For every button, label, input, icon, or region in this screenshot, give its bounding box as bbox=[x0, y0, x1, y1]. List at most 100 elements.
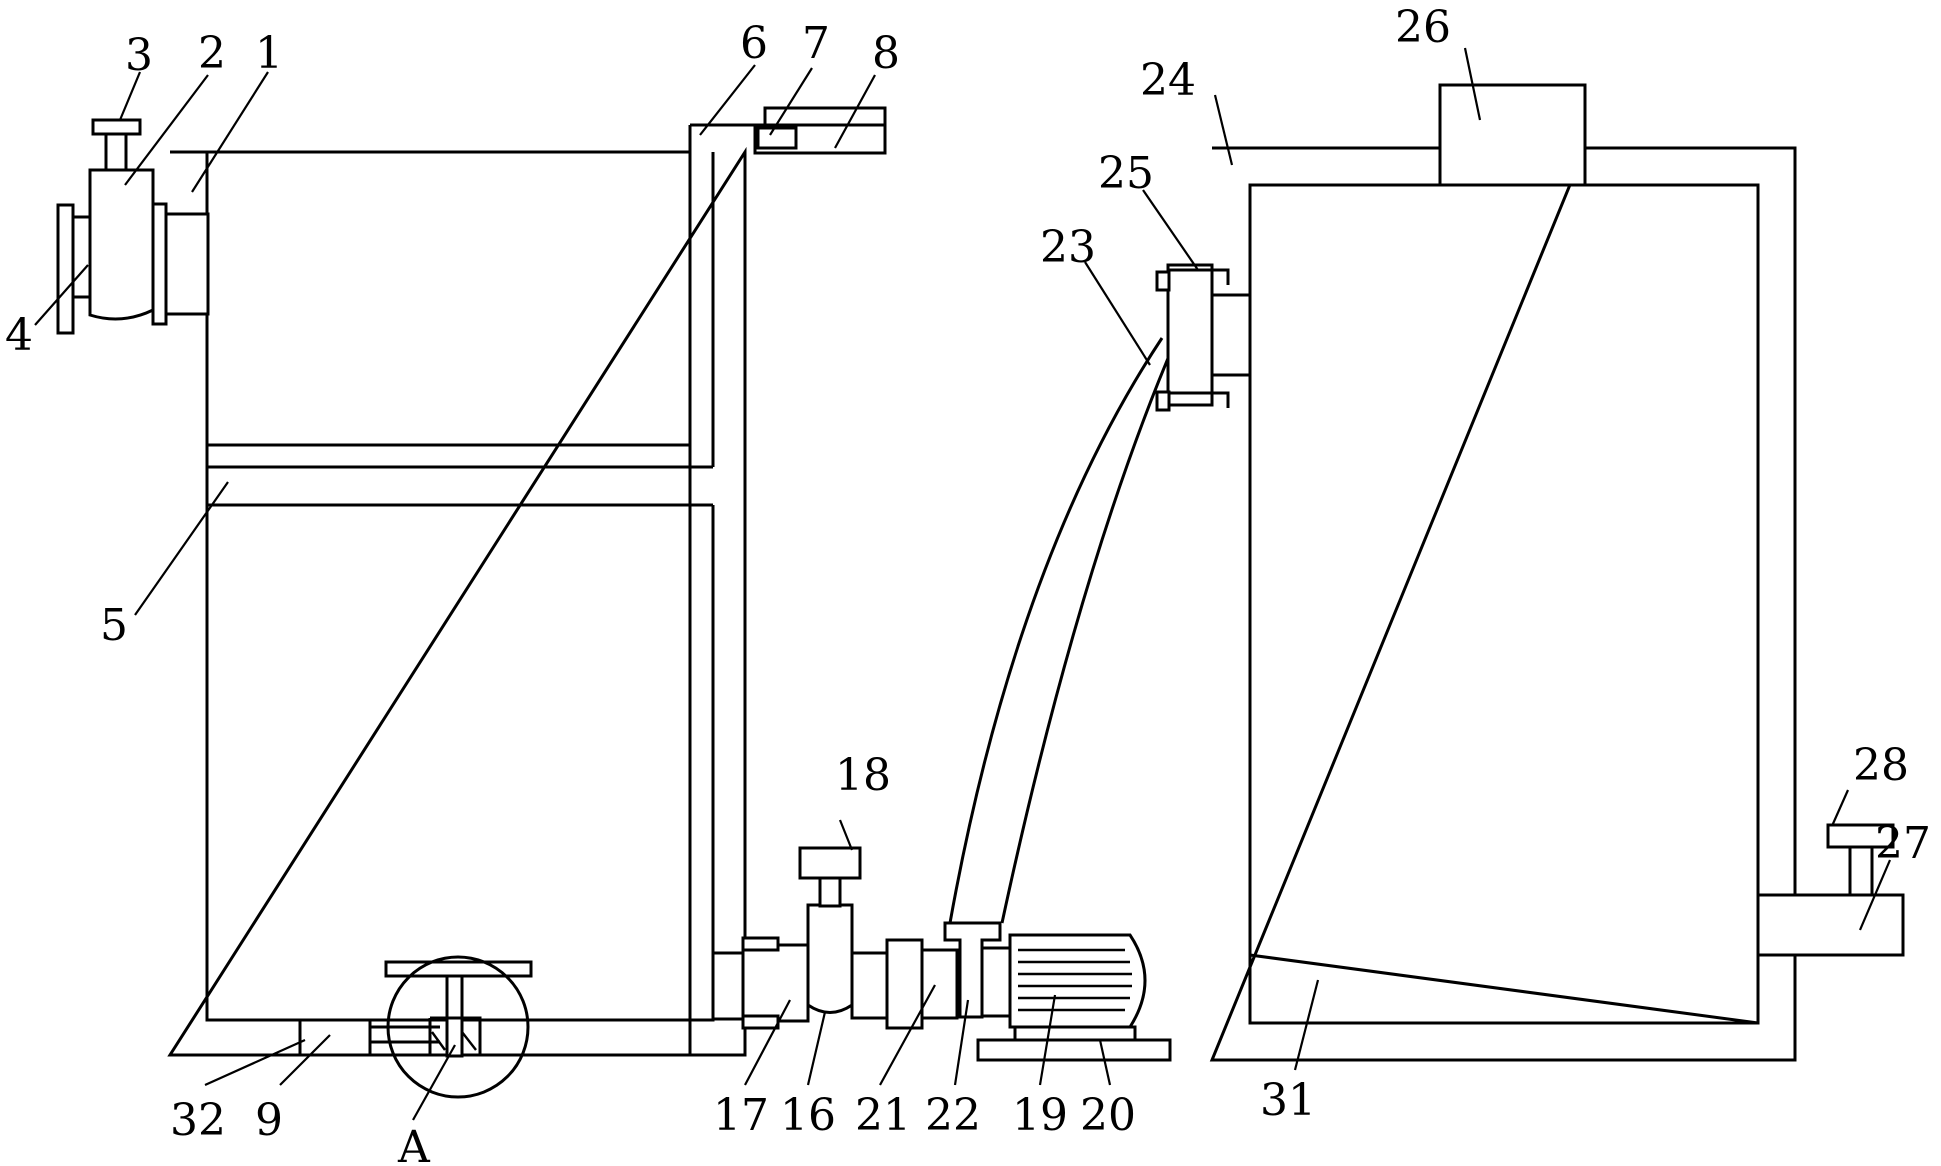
hose-left-edge bbox=[948, 337, 1164, 924]
valve-stem bbox=[104, 132, 128, 172]
inlet-stub bbox=[1210, 293, 1252, 377]
label-9: 9 bbox=[255, 1095, 283, 1146]
leader-3 bbox=[118, 71, 142, 121]
leader-8 bbox=[834, 74, 876, 149]
label-26: 26 bbox=[1395, 2, 1451, 53]
inlet-flange-body bbox=[71, 215, 92, 299]
motor-feet bbox=[1013, 1025, 1137, 1042]
valve-handle-18 bbox=[798, 846, 862, 880]
pipe-segment bbox=[920, 948, 959, 1020]
coupling-17-bottom bbox=[741, 1014, 780, 1030]
coupling-17 bbox=[741, 943, 810, 1023]
label-19: 19 bbox=[1012, 1090, 1068, 1141]
leader-27 bbox=[1858, 859, 1892, 931]
motor-fins bbox=[1018, 948, 1132, 1012]
outlet-valve-stem bbox=[1848, 843, 1874, 897]
left-tank-inner-wall bbox=[205, 152, 715, 1022]
valve-16-stem bbox=[818, 876, 842, 908]
leader-24 bbox=[1213, 94, 1234, 166]
leader-9 bbox=[279, 1034, 331, 1086]
pump-line bbox=[711, 846, 1172, 1062]
leader-18 bbox=[838, 819, 854, 851]
leader-25 bbox=[1142, 189, 1199, 271]
label-18: 18 bbox=[835, 750, 891, 801]
flange-21 bbox=[885, 938, 924, 1030]
label-20: 20 bbox=[1080, 1090, 1136, 1141]
leader-2 bbox=[124, 74, 209, 186]
leader-19 bbox=[1038, 994, 1057, 1086]
label-24: 24 bbox=[1140, 55, 1196, 106]
leader-6 bbox=[699, 64, 756, 136]
label-31: 31 bbox=[1260, 1075, 1316, 1126]
sloped-bottom-31 bbox=[1249, 953, 1759, 1025]
detail-circle-a bbox=[386, 955, 530, 1099]
leader-16 bbox=[806, 1011, 827, 1086]
leader-21 bbox=[879, 984, 936, 1086]
label-28: 28 bbox=[1853, 740, 1909, 791]
outlet-rod bbox=[370, 1025, 440, 1044]
inlet-coupling bbox=[151, 202, 168, 326]
inlet-flange-4 bbox=[56, 203, 75, 335]
nozzle-housing bbox=[763, 106, 887, 153]
label-2: 2 bbox=[198, 28, 226, 79]
flange-bolt-lines bbox=[1168, 268, 1230, 408]
leader-lines bbox=[34, 47, 1892, 1121]
label-25: 25 bbox=[1098, 148, 1154, 199]
right-tank-outer-wall bbox=[1209, 146, 1797, 1062]
label-3: 3 bbox=[125, 30, 153, 81]
top-nozzle-assembly bbox=[753, 106, 887, 155]
label-17: 17 bbox=[713, 1090, 769, 1141]
pipe-to-pump bbox=[850, 951, 889, 1020]
leader-5 bbox=[134, 481, 229, 616]
label-6: 6 bbox=[740, 18, 768, 69]
hose-23 bbox=[948, 329, 1182, 924]
top-port-26 bbox=[1438, 83, 1587, 187]
flange-bolt-top bbox=[1155, 270, 1171, 292]
leader-32 bbox=[204, 1038, 306, 1087]
leader-20 bbox=[1098, 1039, 1112, 1086]
hose-right-edge bbox=[1000, 329, 1182, 924]
agitator-gears bbox=[431, 1031, 477, 1051]
pump-base-20 bbox=[976, 1038, 1172, 1062]
partition-plate bbox=[207, 465, 713, 507]
agitator-shaft bbox=[445, 974, 464, 1058]
tank-outlet-stub bbox=[711, 951, 745, 1021]
leader-4 bbox=[34, 264, 89, 326]
flange-bolt-bottom bbox=[1155, 390, 1171, 412]
label-21: 21 bbox=[855, 1090, 911, 1141]
riser-pipe bbox=[688, 125, 715, 467]
right-tank-inner-wall bbox=[1248, 183, 1760, 1025]
leader-31 bbox=[1293, 979, 1320, 1071]
left-tank bbox=[167, 123, 765, 1057]
inlet-flange-25 bbox=[1166, 263, 1214, 407]
outlet-handle-28 bbox=[1826, 823, 1895, 849]
coupling-17-top bbox=[741, 936, 780, 952]
valve-16 bbox=[806, 903, 854, 1014]
nozzle-clamp bbox=[756, 126, 798, 150]
leader-7 bbox=[769, 67, 813, 136]
outlet-pipe-27 bbox=[1756, 893, 1905, 957]
agitator-base bbox=[428, 1016, 482, 1055]
outlet-pipe-9 bbox=[298, 1018, 372, 1057]
label-7: 7 bbox=[802, 18, 830, 69]
leader-a bbox=[412, 1044, 456, 1121]
right-tank bbox=[1155, 83, 1905, 1062]
leader-23 bbox=[1084, 261, 1151, 366]
inlet-valve bbox=[56, 118, 210, 335]
leader-1 bbox=[191, 71, 269, 193]
label-a: A bbox=[397, 1122, 431, 1166]
left-tank-outer-wall bbox=[167, 146, 747, 1057]
leader-22 bbox=[953, 999, 970, 1086]
leader-26 bbox=[1463, 47, 1482, 121]
callout-labels: 3 2 1 4 5 6 7 8 24 25 23 26 28 27 18 17 … bbox=[5, 2, 1931, 1166]
label-22: 22 bbox=[925, 1090, 981, 1141]
label-4: 4 bbox=[5, 310, 33, 361]
label-5: 5 bbox=[100, 600, 128, 651]
label-27: 27 bbox=[1875, 818, 1931, 869]
label-8: 8 bbox=[872, 28, 900, 79]
agitator-plate bbox=[384, 960, 533, 978]
label-16: 16 bbox=[780, 1090, 836, 1141]
valve-handle-3 bbox=[91, 118, 142, 136]
label-23: 23 bbox=[1040, 222, 1096, 273]
